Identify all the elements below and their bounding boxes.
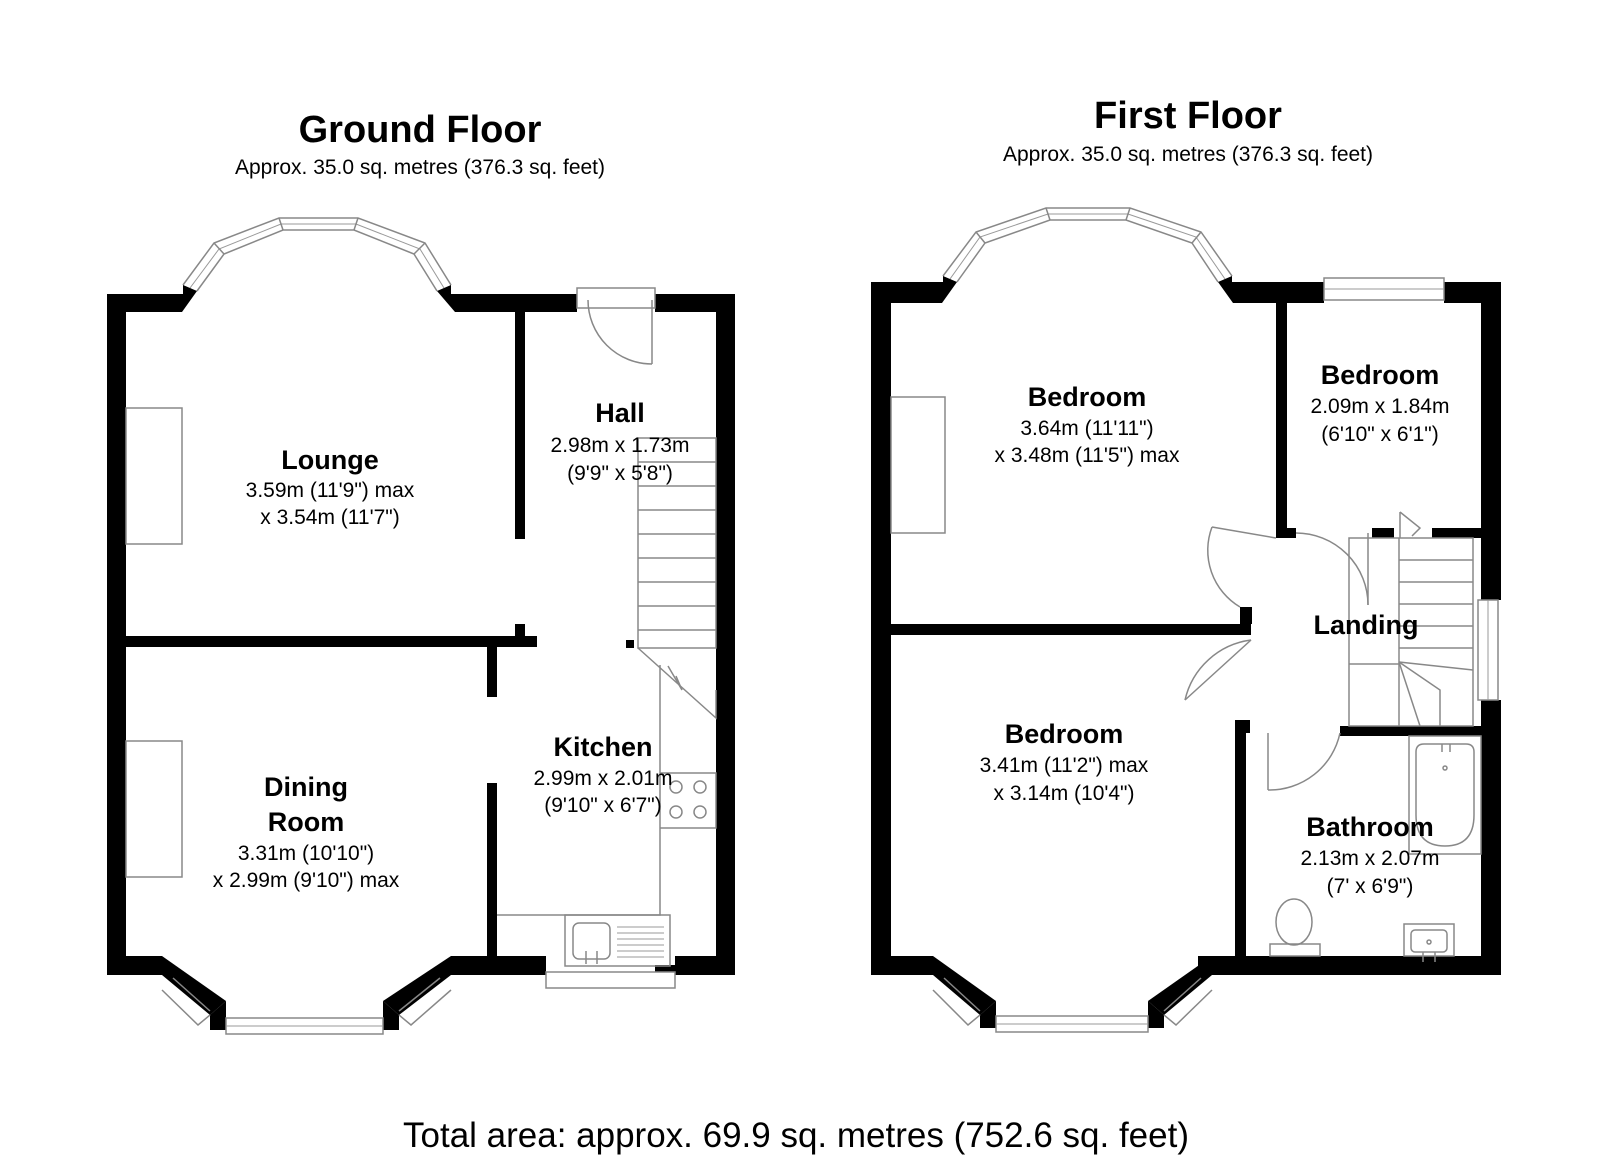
bathroom-dim1: 2.13m x 2.07m — [1301, 847, 1440, 870]
hall-dim2: (9'9" x 5'8") — [567, 462, 673, 485]
bedroom-front-name: Bedroom — [1028, 382, 1147, 412]
bedroom-small-dim1: 2.09m x 1.84m — [1311, 395, 1450, 418]
bathroom-dim2: (7' x 6'9") — [1327, 875, 1414, 898]
kitchen-dim1: 2.99m x 2.01m — [534, 767, 673, 790]
ground-floor-staircase — [637, 437, 717, 720]
bedroom-bay-window — [942, 207, 1233, 283]
dining-dim2: x 2.99m (9'10") max — [213, 869, 400, 892]
ground-floor-walls — [107, 285, 735, 1030]
bedroom-front-dim2: x 3.48m (11'5") max — [995, 444, 1180, 467]
landing-name: Landing — [1314, 610, 1419, 640]
lounge-dim1: 3.59m (11'9") max — [246, 479, 415, 502]
total-area: Total area: approx. 69.9 sq. metres (752… — [403, 1116, 1189, 1155]
first-floor-plan — [871, 207, 1501, 1033]
kitchen-window — [545, 971, 676, 989]
bedroom-rear-name: Bedroom — [1005, 719, 1124, 749]
lounge-bay-window — [182, 217, 452, 292]
front-door — [576, 287, 656, 365]
first-floor-walls — [871, 276, 1501, 1028]
dining-fireplace — [125, 740, 183, 878]
ground-floor-plan — [107, 217, 735, 1035]
kitchen-dim2: (9'10" x 6'7") — [544, 794, 661, 817]
kitchen-name: Kitchen — [553, 732, 652, 762]
kitchen-fittings — [497, 665, 717, 967]
bedroom-small-name: Bedroom — [1321, 360, 1440, 390]
dining-name1: Dining — [264, 772, 348, 802]
first-floor-area: Approx. 35.0 sq. metres (376.3 sq. feet) — [1003, 143, 1373, 166]
lounge-name: Lounge — [281, 445, 378, 475]
bathroom-fittings — [1269, 735, 1482, 962]
dining-dim1: 3.31m (10'10") — [238, 842, 374, 865]
first-floor-staircase — [1348, 511, 1474, 727]
lounge-dim2: x 3.54m (11'7") — [260, 506, 399, 529]
dining-bay-window — [161, 977, 452, 1035]
bedroom-front-dim1: 3.64m (11'11") — [1020, 417, 1153, 440]
dining-name2: Room — [268, 807, 345, 837]
bathroom-name: Bathroom — [1306, 812, 1434, 842]
first-floor-title: First Floor — [1094, 95, 1282, 137]
hall-name: Hall — [595, 398, 645, 428]
bedroom-rear-dim2: x 3.14m (10'4") — [993, 782, 1134, 805]
hall-dim1: 2.98m x 1.73m — [551, 434, 690, 457]
bedroom-small-dim2: (6'10" x 6'1") — [1321, 423, 1438, 446]
ground-floor-area: Approx. 35.0 sq. metres (376.3 sq. feet) — [235, 156, 605, 179]
bedroom-rear-dim1: 3.41m (11'2") max — [980, 754, 1149, 777]
lounge-fireplace — [125, 407, 183, 545]
first-floor-doors — [1184, 526, 1369, 791]
labels: Ground Floor Approx. 35.0 sq. metres (37… — [213, 95, 1450, 1155]
ground-floor-title: Ground Floor — [299, 109, 542, 151]
rear-bedroom-bay-window — [932, 977, 1213, 1033]
bedroom-fireplace — [890, 396, 946, 534]
